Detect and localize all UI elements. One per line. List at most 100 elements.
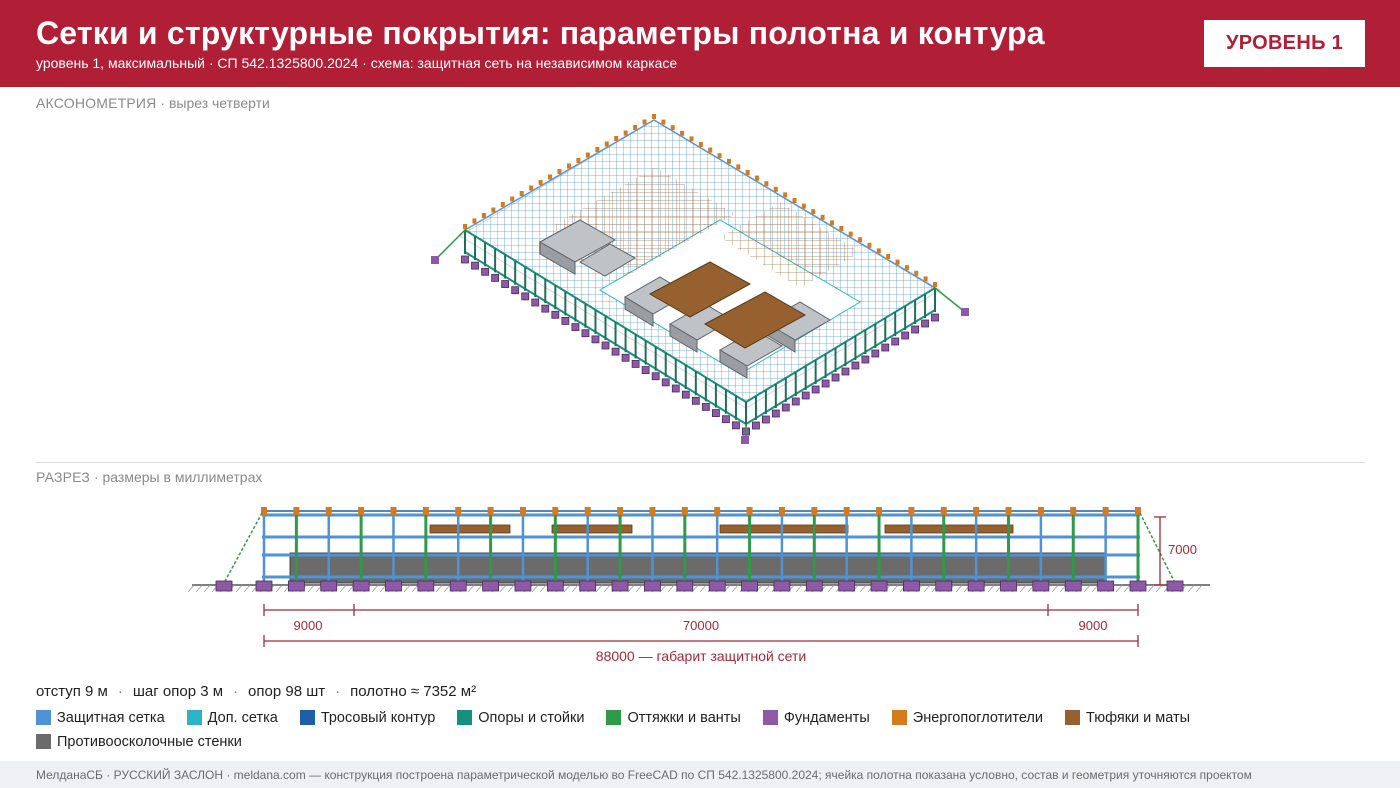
section-foundation [482,580,499,592]
legend-label: Энергопоглотители [912,709,1043,726]
section-foundation [1032,580,1050,592]
energy-absorbers [463,114,937,287]
section-foundation [1000,580,1017,592]
section-foundation [935,580,953,592]
hatch-stroke [307,584,315,593]
energy-absorber [811,209,816,215]
energy-absorber [820,214,825,220]
section-absorber [908,507,915,515]
section-foundation [255,580,273,592]
hatch-stroke [499,584,507,593]
foundation-block [861,355,870,364]
energy-absorber [745,170,750,175]
section-absorber [973,507,980,515]
page-subtitle: уровень 1, максимальный · СП 542.1325800… [36,55,678,71]
hatch-stroke [1123,584,1131,593]
energy-absorber [848,231,853,237]
foundation-block [771,409,780,418]
section-foundation [805,580,823,592]
legend-label: Оттяжки и ванты [627,709,741,726]
legend-item: Тросовый контур [299,707,436,728]
hatch-stroke [571,584,579,593]
section-foundation [838,580,856,592]
foundation-block [501,280,510,288]
footer-text: МелданаСБ · РУССКИЙ ЗАСЛОН · meldana.com… [36,768,1252,782]
foundation-block [761,415,770,424]
energy-absorber [792,198,797,203]
anchor-bottom [741,436,749,444]
section-foundation [870,580,888,592]
legend-item: Тюфяки и маты [1064,707,1190,728]
foundation-block [551,310,560,319]
energy-absorber [548,174,553,180]
footer: МелданаСБ · РУССКИЙ ЗАСЛОН · meldana.com… [0,761,1400,788]
dim-left-label: 9000 [294,618,323,633]
axonometry-label-rest: · вырез четверти [156,95,270,111]
foundation-block [911,325,920,334]
hatch-stroke [1019,584,1027,593]
energy-absorber [661,119,666,125]
hatch-stroke [1187,584,1195,593]
legend-item: Энергопоглотители [891,707,1043,728]
foundation-block [681,390,690,399]
energy-absorber [755,175,760,181]
foundation-block [881,343,890,352]
hatch-stroke [539,584,547,593]
energy-absorber [670,125,675,131]
section-divider [36,462,1365,463]
energy-absorber [895,259,900,265]
energy-absorber [680,130,685,136]
hatch-stroke [507,584,515,593]
legend-swatch [186,710,202,725]
foundation-block [752,421,760,430]
legend: Защитная сетка Доп. сетка Тросовый конту… [36,707,1366,752]
section-label-rest: · размеры в миллиметрах [90,469,263,485]
foundation-block [651,372,660,381]
hatch-stroke [699,584,707,593]
foundation-block [671,384,680,393]
energy-absorber [566,163,571,169]
foundation-block [921,319,929,328]
energy-absorber [519,191,524,196]
section-foundation [352,580,370,592]
foundation-block [531,298,540,307]
section-absorber [843,507,850,515]
hatch-stroke [1155,584,1163,593]
legend-label: Фундаменты [783,709,870,726]
foundation-block [581,329,590,338]
stat-supports: опор 98 шт [248,683,326,700]
foundation-block [571,323,580,331]
legend-label: Тросовый контур [320,709,436,726]
foundation-block [591,335,600,344]
header-bar: Сетки и структурные покрытия: параметры … [0,0,1400,87]
stat-separator: · [117,683,123,700]
legend-item: Защитная сетка [36,707,165,728]
hatch-stroke [1147,584,1155,593]
foundation-block [661,378,670,387]
width-dimensions [263,604,1139,647]
legend-swatch [606,710,622,725]
ground-hatch [187,584,1203,593]
hatch-stroke [531,584,539,593]
legend-item: Оттяжки и ванты [606,707,741,728]
hatch-stroke [795,584,803,593]
energy-absorber [500,202,505,207]
section-absorber [422,507,429,515]
hatch-stroke [467,584,475,593]
foundation-block [722,415,730,424]
legend-swatch [1064,710,1080,725]
level-badge: УРОВЕНЬ 1 [1204,20,1365,67]
section-foundation [449,580,467,592]
foundation-block [641,366,650,374]
foundation-block [621,353,630,362]
section-absorber [390,507,397,515]
foundation-block [871,349,880,358]
axonometry-drawing [431,114,969,444]
energy-absorber [652,114,656,119]
energy-absorber [529,185,534,191]
hatch-stroke [627,584,635,593]
energy-absorber [698,142,703,147]
section-absorber [552,507,559,515]
hatch-stroke [475,584,483,593]
hatch-stroke [563,584,571,593]
